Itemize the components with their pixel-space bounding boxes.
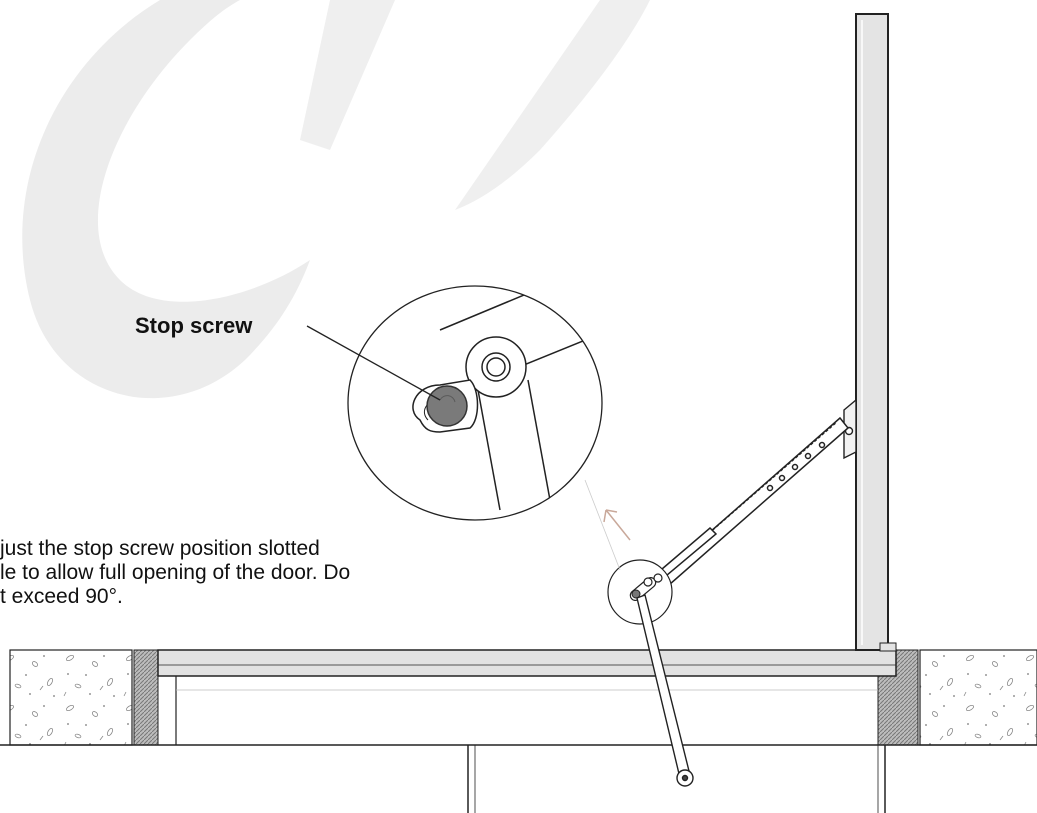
adjustment-instruction: just the stop screw position slotted le … [0, 537, 500, 609]
door-frame [0, 649, 1037, 813]
instruction-line: t exceed 90°. [0, 585, 123, 608]
main-arm [636, 594, 694, 787]
stop-screw-label: Stop screw [135, 313, 253, 338]
door-bracket [843, 398, 857, 460]
pivot-detail-circle [607, 559, 673, 625]
closer-arm [635, 416, 850, 608]
left-frame-hatch [133, 649, 159, 746]
magnified-detail-circle [347, 285, 603, 521]
watermark [22, 0, 650, 399]
instruction-line: le to allow full opening of the door. Do [0, 561, 351, 584]
stop-screw-leader-line [306, 325, 441, 401]
left-concrete-block [9, 649, 133, 746]
right-concrete-block [919, 649, 1037, 746]
instruction-line: just the stop screw position slotted [0, 537, 320, 560]
door-leaf [855, 13, 897, 652]
detail-connector-line [584, 479, 621, 571]
stop-screw-icon [426, 385, 468, 427]
swing-direction-arrow-icon [603, 509, 631, 541]
